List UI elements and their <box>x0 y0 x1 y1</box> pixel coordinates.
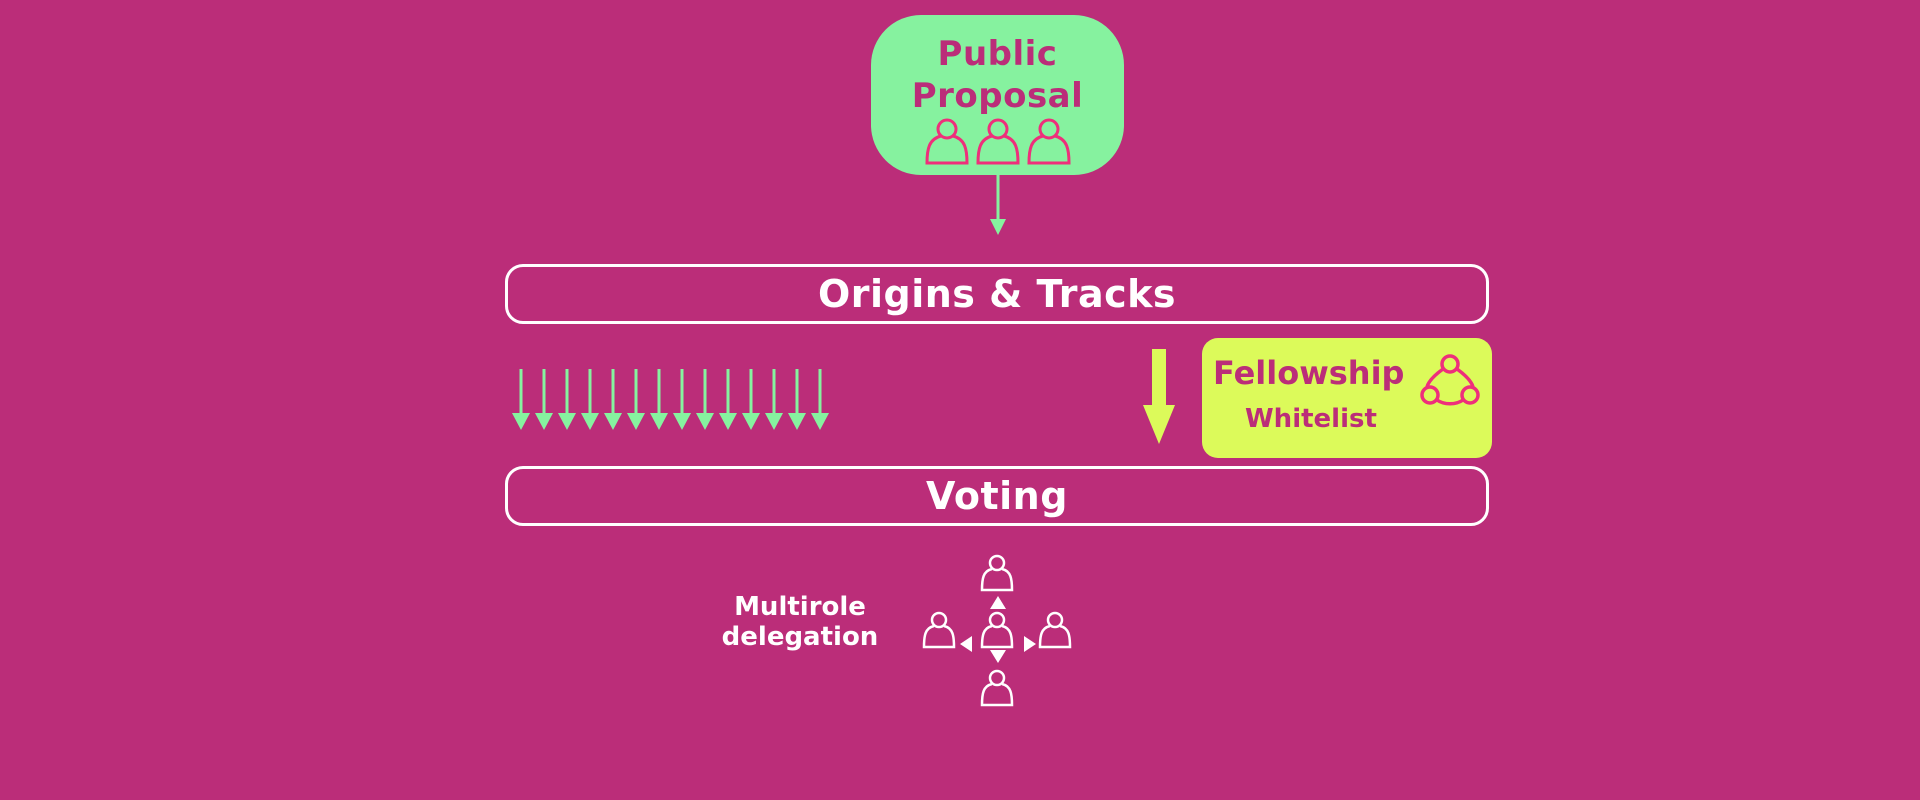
arrow-down-icon <box>673 369 691 430</box>
public-proposal-title: Public Proposal <box>911 34 1084 116</box>
person-icon <box>1027 118 1071 165</box>
fellowship-title: Fellowship <box>1213 354 1405 392</box>
fellowship-subtitle: Whitelist <box>1245 404 1377 434</box>
arrow-down-icon <box>1143 349 1175 444</box>
arrow-down-icon <box>558 369 576 430</box>
arrow-down-icon <box>604 369 622 430</box>
arrow-down-icon <box>719 369 737 430</box>
arrow-down-icon <box>742 369 760 430</box>
arrow-left-icon <box>960 636 972 652</box>
person-icon <box>1038 611 1072 649</box>
arrow-down-icon <box>535 369 553 430</box>
voting-label: Voting <box>926 474 1068 518</box>
person-icon <box>980 554 1014 592</box>
track-arrows <box>512 369 829 430</box>
people-icon-group <box>925 118 1071 165</box>
fellowship-whitelist-node: Fellowship Whitelist <box>1202 338 1492 458</box>
arrow-up-icon <box>990 596 1006 609</box>
person-icon <box>980 611 1014 649</box>
arrow-down-icon <box>627 369 645 430</box>
delegation-label: Multirole delegation <box>721 592 879 652</box>
arrow-down-icon <box>811 369 829 430</box>
arrow-down-icon <box>990 175 1006 235</box>
person-icon <box>925 118 969 165</box>
arrow-right-icon <box>1024 636 1036 652</box>
arrow-down-icon <box>696 369 714 430</box>
network-icon <box>1420 354 1480 406</box>
person-icon <box>980 669 1014 707</box>
arrow-down-icon <box>788 369 806 430</box>
arrow-down-icon <box>650 369 668 430</box>
arrow-down-icon <box>765 369 783 430</box>
delegation-diagram <box>922 554 1072 707</box>
arrow-down-icon <box>512 369 530 430</box>
voting-bar: Voting <box>505 466 1489 526</box>
arrow-down-icon <box>990 650 1006 663</box>
arrow-down-icon <box>581 369 599 430</box>
person-icon <box>976 118 1020 165</box>
origins-tracks-bar: Origins & Tracks <box>505 264 1489 324</box>
public-proposal-node: Public Proposal <box>871 15 1124 175</box>
person-icon <box>922 611 956 649</box>
origins-tracks-label: Origins & Tracks <box>817 272 1177 316</box>
